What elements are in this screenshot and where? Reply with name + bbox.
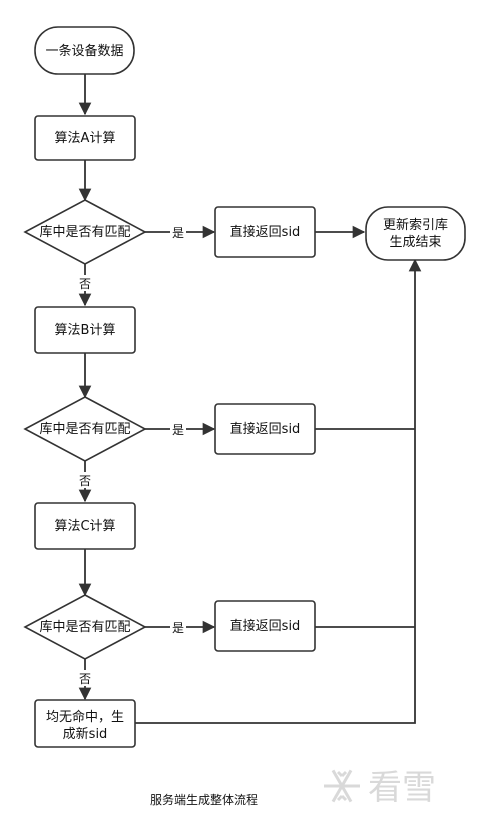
calc-a-node-label: 算法A计算 <box>55 131 116 146</box>
calc-b-node: 算法B计算 <box>34 306 136 354</box>
return-1-node-label: 直接返回sid <box>230 224 301 240</box>
end-node: 更新索引库 生成结束 <box>365 206 466 261</box>
calc-c-node: 算法C计算 <box>34 502 136 550</box>
edge-label-no-1: 否 <box>79 277 91 291</box>
edge-label-yes-3: 是 <box>172 621 184 635</box>
edge-label-yes-2: 是 <box>172 423 184 437</box>
end-node-label-line-2: 生成结束 <box>389 235 441 250</box>
calc-b-node-label: 算法B计算 <box>55 323 116 338</box>
calc-a-node: 算法A计算 <box>34 115 136 161</box>
edge-label-no-3: 否 <box>79 672 91 686</box>
decision-3-node-label: 库中是否有匹配 <box>39 619 130 635</box>
decision-2-node: 库中是否有匹配 <box>23 396 147 462</box>
watermark: 看雪 <box>324 768 436 808</box>
edge-label-yes-1: 是 <box>172 226 184 240</box>
snowflake-icon <box>324 769 360 803</box>
start-node-label: 一条设备数据 <box>45 43 123 59</box>
return-2-node: 直接返回sid <box>214 403 316 455</box>
none-match-node: 均无命中，生 成新sid <box>34 699 136 748</box>
return-2-node-label: 直接返回sid <box>230 421 301 437</box>
return-3-node: 直接返回sid <box>214 600 316 652</box>
return-1-node: 直接返回sid <box>214 206 316 258</box>
decision-1-node-label: 库中是否有匹配 <box>39 224 130 240</box>
decision-2-node-label: 库中是否有匹配 <box>39 421 130 437</box>
none-match-node-label-line-1: 均无命中，生 <box>46 709 124 725</box>
decision-1-node: 库中是否有匹配 <box>23 199 147 265</box>
end-node-label-line-1: 更新索引库 <box>383 217 448 233</box>
edge-labels: 是 否 是 否 是 否 <box>77 224 186 686</box>
watermark-text: 看雪 <box>368 768 436 808</box>
calc-c-node-label: 算法C计算 <box>54 519 115 534</box>
edge-label-no-2: 否 <box>79 474 91 488</box>
return-3-node-label: 直接返回sid <box>230 618 301 634</box>
start-node: 一条设备数据 <box>34 26 135 75</box>
edge-none-match-to-end <box>135 258 422 724</box>
none-match-node-label-line-2: 成新sid <box>63 726 108 742</box>
diagram-caption: 服务端生成整体流程 <box>150 792 258 807</box>
decision-3-node: 库中是否有匹配 <box>23 594 147 660</box>
